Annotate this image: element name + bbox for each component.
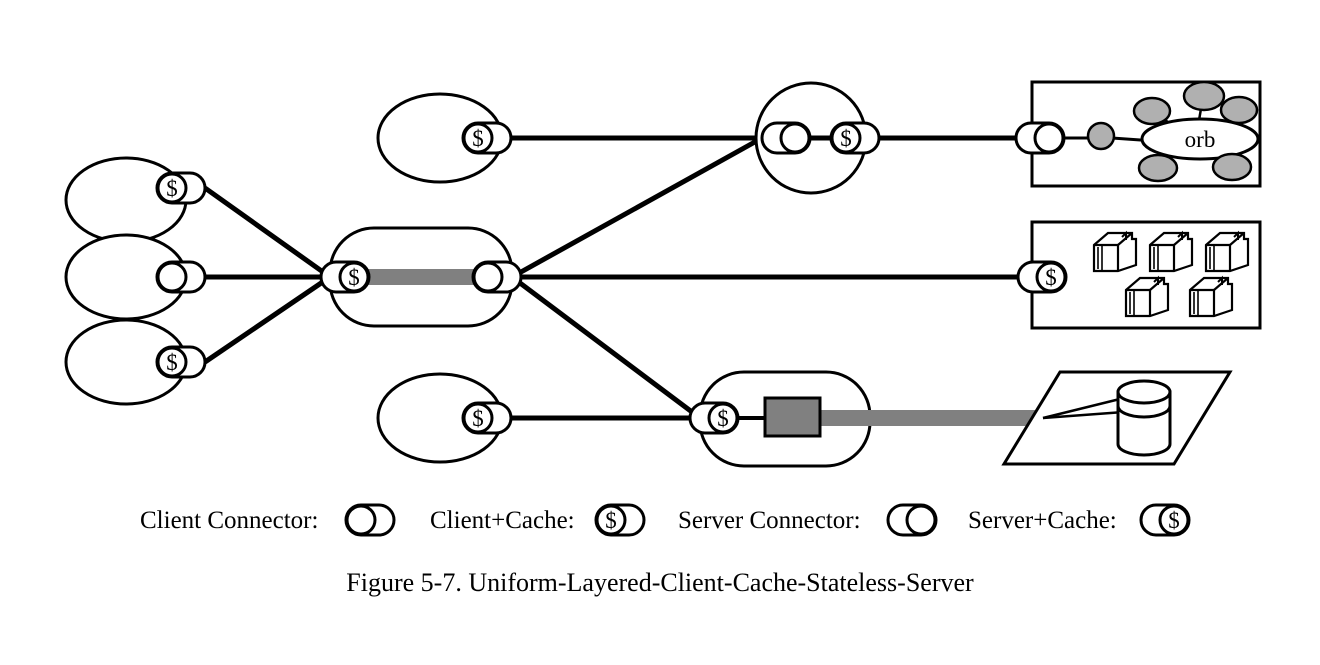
- document-icon: [1188, 276, 1234, 318]
- server-connector-icon: [886, 503, 938, 537]
- client-bottom-left[interactable]: [64, 318, 207, 406]
- figure-caption: Figure 5-7. Uniform-Layered-Client-Cache…: [346, 568, 974, 597]
- connection-lines: [203, 135, 1040, 421]
- client-cache-connector-icon[interactable]: [155, 171, 207, 205]
- orb-satellites: [1132, 80, 1259, 183]
- legend-item-client-connector: Client Connector:: [140, 503, 396, 537]
- client-cache-connector-icon[interactable]: [155, 345, 207, 379]
- server-cache-connector-icon[interactable]: [688, 401, 740, 435]
- orb-label: orb: [1185, 127, 1216, 152]
- orb-bus-ellipse: [1140, 117, 1260, 161]
- server-cache-connector-icon[interactable]: [319, 260, 371, 294]
- legend-label: Client Connector:: [140, 507, 318, 534]
- db-link-lines: [1042, 396, 1125, 420]
- legend-item-server-cache: Server+Cache:: [968, 503, 1191, 537]
- client-cache-connector-icon[interactable]: [461, 121, 513, 155]
- legend: Client Connector: Client+Cache: Server C…: [140, 503, 1191, 537]
- link-proxy-to-orb-gateway: [510, 135, 764, 280]
- client-cache-connector-icon: [594, 503, 646, 537]
- document-icon: [1092, 231, 1138, 273]
- link-client-topleft-to-proxy: [203, 185, 332, 280]
- document-icon: [1148, 231, 1194, 273]
- client-connector-icon: [344, 503, 396, 537]
- server-cache-connector-icon: [1139, 503, 1191, 537]
- layered-proxy-component[interactable]: [319, 226, 523, 328]
- legend-label: Server+Cache:: [968, 507, 1117, 534]
- database-cylinder: [1116, 379, 1172, 457]
- proxy-internal-link: [352, 269, 492, 285]
- orb-satellite: [1132, 96, 1172, 126]
- orb-satellite: [1182, 80, 1226, 112]
- document-icon: [1204, 231, 1250, 273]
- legend-label: Server Connector:: [678, 507, 861, 534]
- db-server-processing-block: [763, 396, 822, 438]
- client-cache-connector-icon[interactable]: [461, 401, 513, 435]
- orb-system-box[interactable]: orb: [1014, 80, 1262, 188]
- orb-adapter-node: [1086, 121, 1116, 151]
- orb-satellite: [1211, 152, 1253, 182]
- server-connector-icon[interactable]: [760, 121, 812, 155]
- server-connector-icon[interactable]: [1014, 121, 1066, 155]
- legend-label: Client+Cache:: [430, 507, 575, 534]
- link-proxy-to-db-server: [510, 275, 702, 420]
- orb-satellite: [1219, 95, 1259, 125]
- orb-satellite: [1137, 153, 1179, 183]
- link-client-bottomleft-to-proxy: [203, 274, 332, 365]
- document-icon: [1124, 276, 1170, 318]
- documents-system-box[interactable]: [1016, 220, 1262, 330]
- database-platform[interactable]: [1001, 370, 1233, 466]
- client-bottom-middle[interactable]: [376, 372, 513, 464]
- legend-item-client-cache: Client+Cache:: [430, 503, 646, 537]
- db-server-data-pipe: [800, 410, 1045, 426]
- database-server-component[interactable]: [688, 370, 1045, 468]
- legend-item-server-connector: Server Connector:: [678, 503, 938, 537]
- client-cache-connector-icon[interactable]: [829, 121, 881, 155]
- server-cache-connector-icon[interactable]: [1016, 260, 1068, 294]
- orb-gateway-component[interactable]: [754, 81, 881, 195]
- client-connector-icon[interactable]: [155, 260, 207, 294]
- client-top-middle[interactable]: [376, 92, 513, 184]
- client-connector-icon[interactable]: [471, 260, 523, 294]
